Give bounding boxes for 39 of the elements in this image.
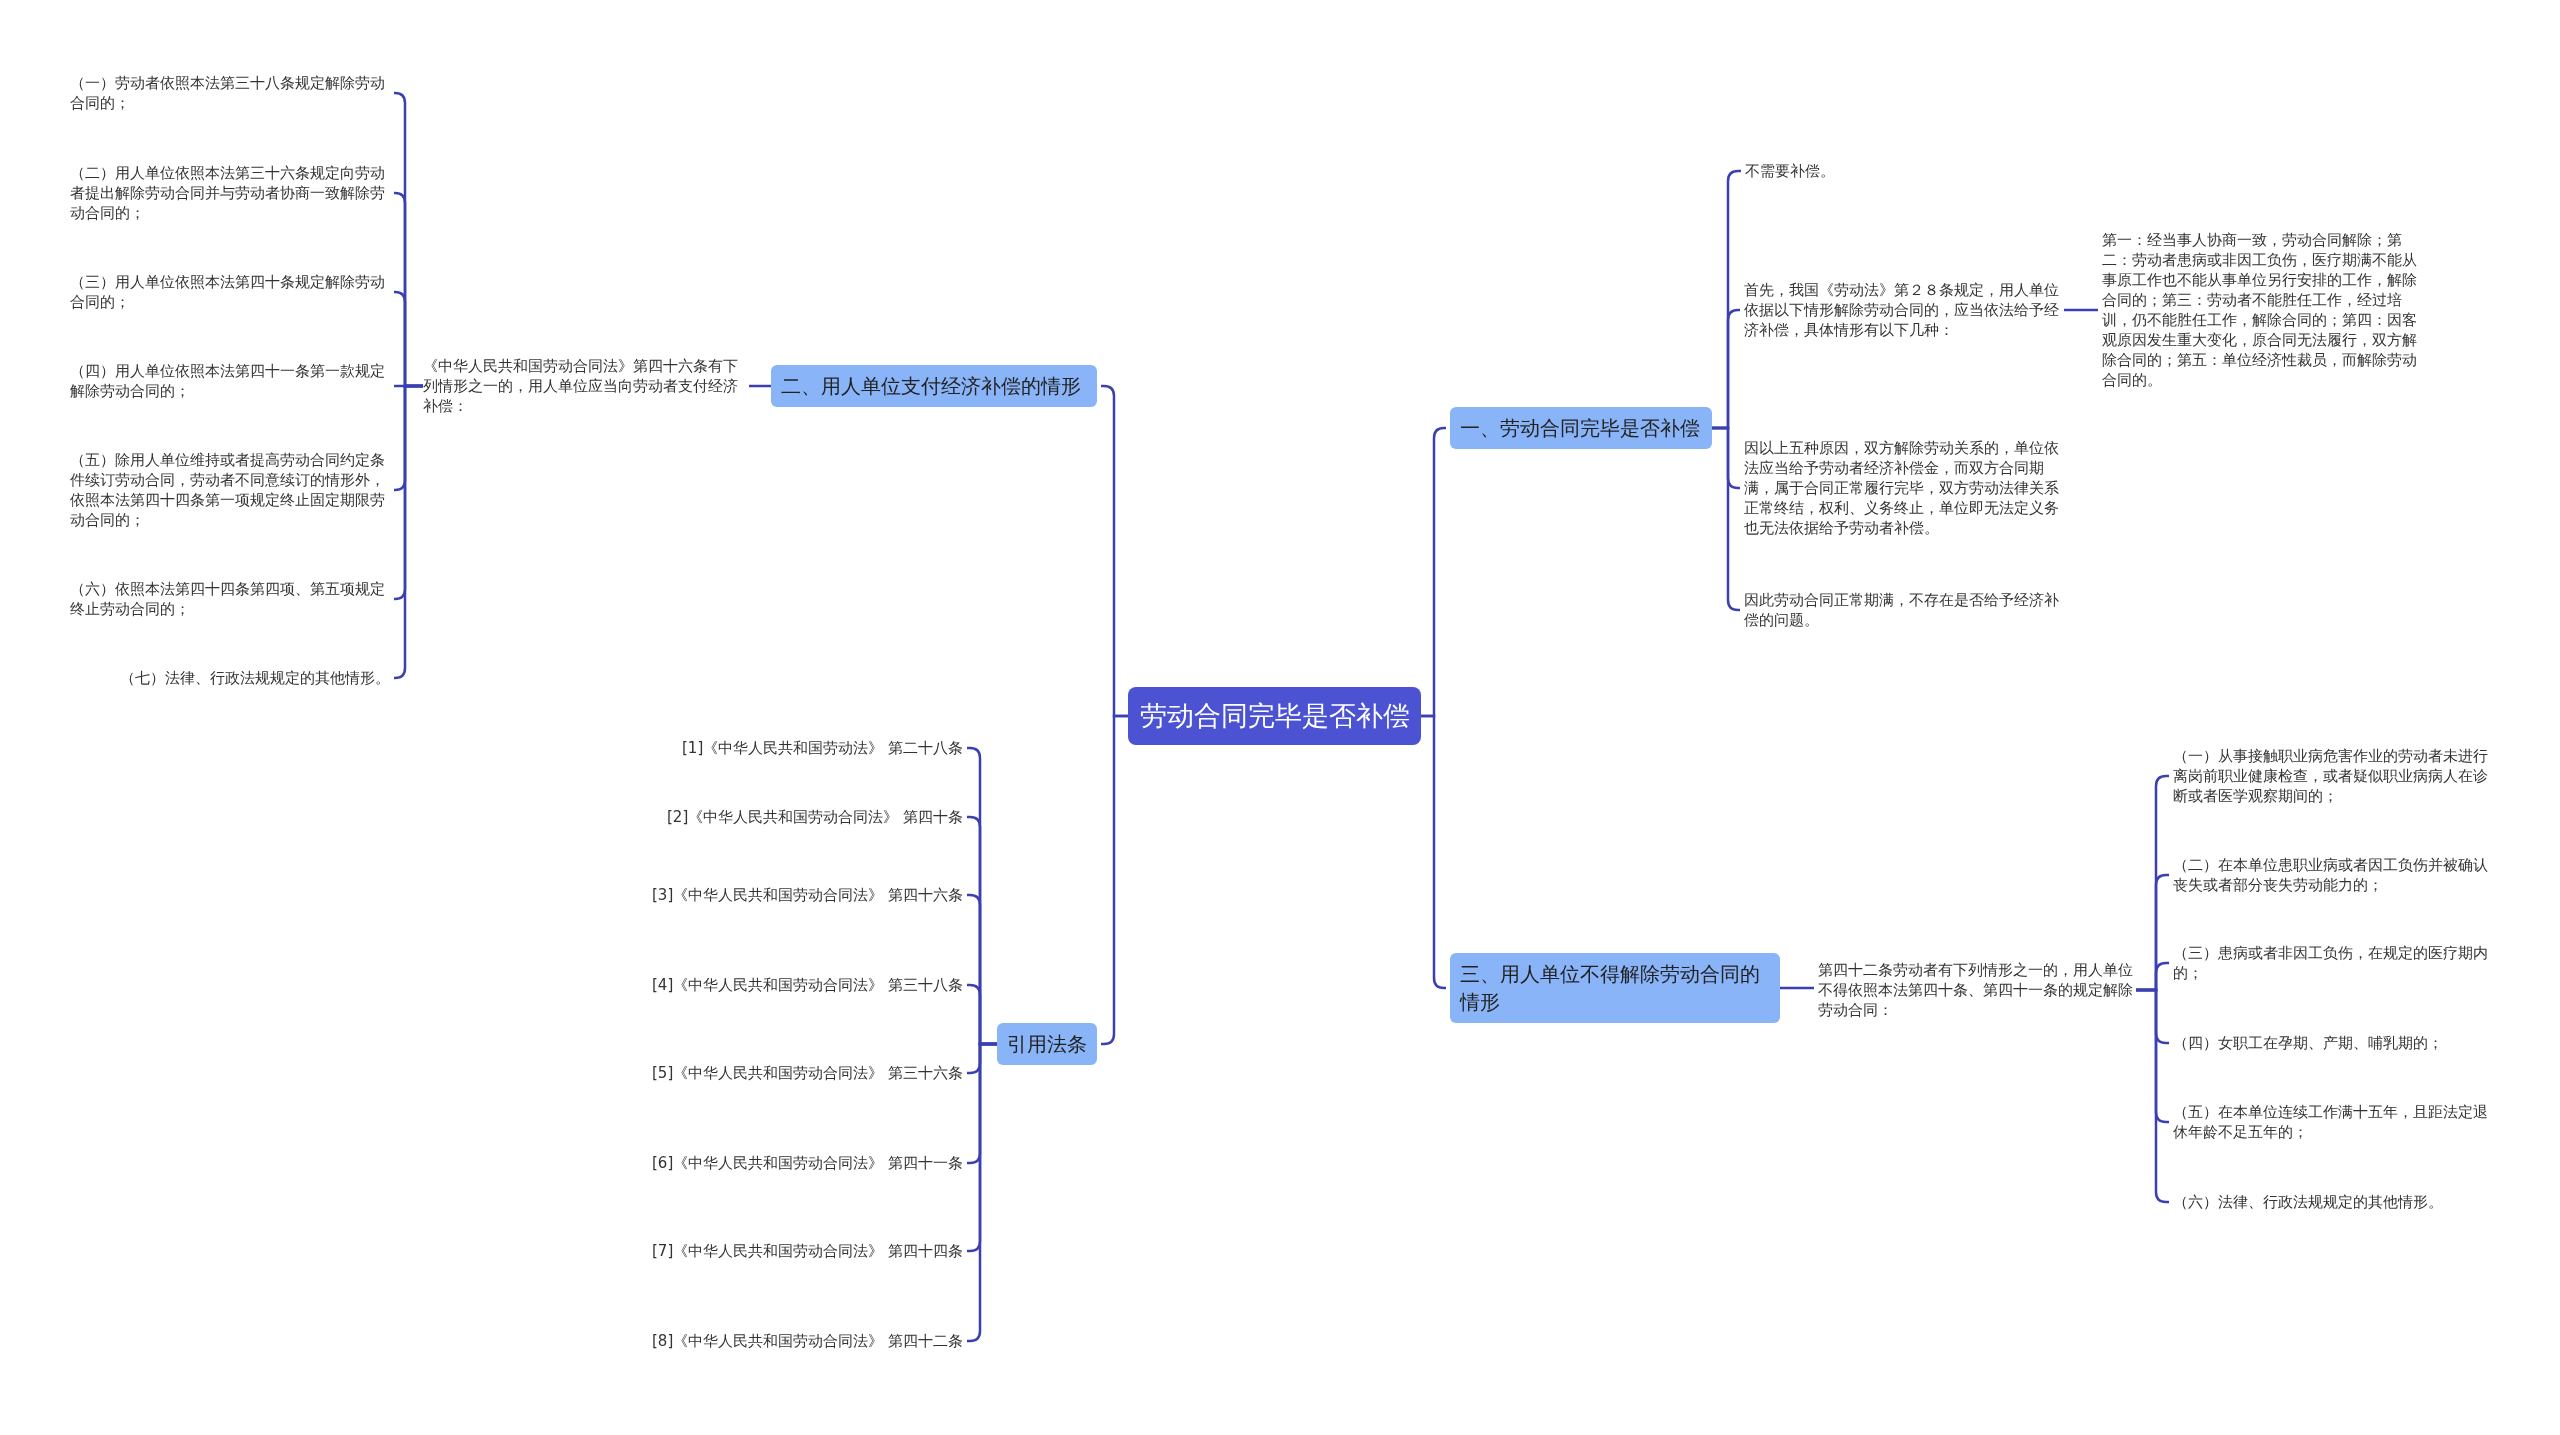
connector-line [393,384,423,680]
connector-line [1421,714,1447,990]
connector-line [1780,986,1814,990]
subtopic-text: （四）用人单位依照本法第四十一条第一款规定解除劳动合同的； [70,361,390,401]
subtopic-text: （二）在本单位患职业病或者因工负伤并被确认丧失或者部分丧失劳动能力的； [2173,855,2495,895]
connector-line [2064,308,2098,312]
subtopic-text: [4]《中华人民共和国劳动合同法》 第三十八条 [652,975,963,995]
topic-box: 引用法条 [997,1023,1097,1065]
subtopic-text: （五）在本单位连续工作满十五年，且距法定退休年龄不足五年的； [2173,1102,2495,1142]
subtopic-text: [6]《中华人民共和国劳动合同法》 第四十一条 [652,1153,963,1173]
subtopic-text: （四）女职工在孕期、产期、哺乳期的； [2173,1033,2443,1053]
subtopic-text: [7]《中华人民共和国劳动合同法》 第四十四条 [652,1241,963,1261]
subtopic-text: 第一：经当事人协商一致，劳动合同解除；第二：劳动者患病或非因工负伤，医疗期满不能从事原工作也不能从事单位另行安排的工作，解除合同的；第三：劳动者不能胜任工作，经过培训，仍不能胜任工作，解除合同的；第四：因客观原因发生重大变化，原合同无法履行，双方解除合同的；第五：单位经济性裁员，而解除劳动合同的。 [2102,230,2422,390]
central-topic: 劳动合同完毕是否补偿 [1128,687,1421,745]
subtopic-text: 首先，我国《劳动法》第２８条规定，用人单位依据以下情形解除劳动合同的，应当依法给予经济补偿，具体情形有以下几种： [1744,280,2064,340]
subtopic-text: [1]《中华人民共和国劳动法》 第二十八条 [682,738,963,758]
subtopic-text: （三）用人单位依照本法第四十条规定解除劳动合同的； [70,272,390,312]
subtopic-text: [8]《中华人民共和国劳动合同法》 第四十二条 [652,1331,963,1351]
subtopic-text: 《中华人民共和国劳动合同法》第四十六条有下列情形之一的，用人单位应当向劳动者支付经济补偿： [423,356,745,416]
subtopic-text: （一）从事接触职业病危害作业的劳动者未进行离岗前职业健康检查，或者疑似职业病病人在诊断或者医学观察期间的； [2173,746,2495,806]
subtopic-text: （七）法律、行政法规规定的其他情形。 [120,668,390,688]
subtopic-text: （六）法律、行政法规规定的其他情形。 [2173,1192,2443,1212]
subtopic-text: [2]《中华人民共和国劳动合同法》 第四十条 [667,807,963,827]
subtopic-text: （五）除用人单位维持或者提高劳动合同约定条件续订劳动合同，劳动者不同意续订的情形外，依照本法第四十四条第一项规定终止固定期限劳动合同的； [70,450,390,530]
topic-box: 二、用人单位支付经济补偿的情形 [771,365,1097,407]
connector-line [1712,426,1740,612]
subtopic-text: 因以上五种原因，双方解除劳动关系的，单位依法应当给予劳动者经济补偿金，而双方合同期满，属于合同正常履行完毕，双方劳动法律关系正常终结，权利、义务终止，单位即无法定义务也无法依据给予劳动者补偿。 [1744,438,2064,538]
subtopic-text: 不需要补偿。 [1745,161,1835,181]
connector-line [749,384,771,388]
subtopic-text: 第四十二条劳动者有下列情形之一的，用人单位不得依照本法第四十条、第四十一条的规定解除劳动合同： [1818,960,2136,1020]
subtopic-text: [5]《中华人民共和国劳动合同法》 第三十六条 [652,1063,963,1083]
subtopic-text: （一）劳动者依照本法第三十八条规定解除劳动合同的； [70,73,390,113]
subtopic-text: （三）患病或者非因工负伤，在规定的医疗期内的； [2173,943,2495,983]
topic-box: 一、劳动合同完毕是否补偿 [1450,407,1712,449]
subtopic-text: [3]《中华人民共和国劳动合同法》 第四十六条 [652,885,963,905]
subtopic-text: （二）用人单位依照本法第三十六条规定向劳动者提出解除劳动合同并与劳动者协商一致解除劳动合同的； [70,163,390,223]
subtopic-text: 因此劳动合同正常期满，不存在是否给予经济补偿的问题。 [1744,590,2064,630]
subtopic-text: （六）依照本法第四十四条第四项、第五项规定终止劳动合同的； [70,579,390,619]
topic-box: 三、用人单位不得解除劳动合同的情形 [1450,953,1780,1023]
